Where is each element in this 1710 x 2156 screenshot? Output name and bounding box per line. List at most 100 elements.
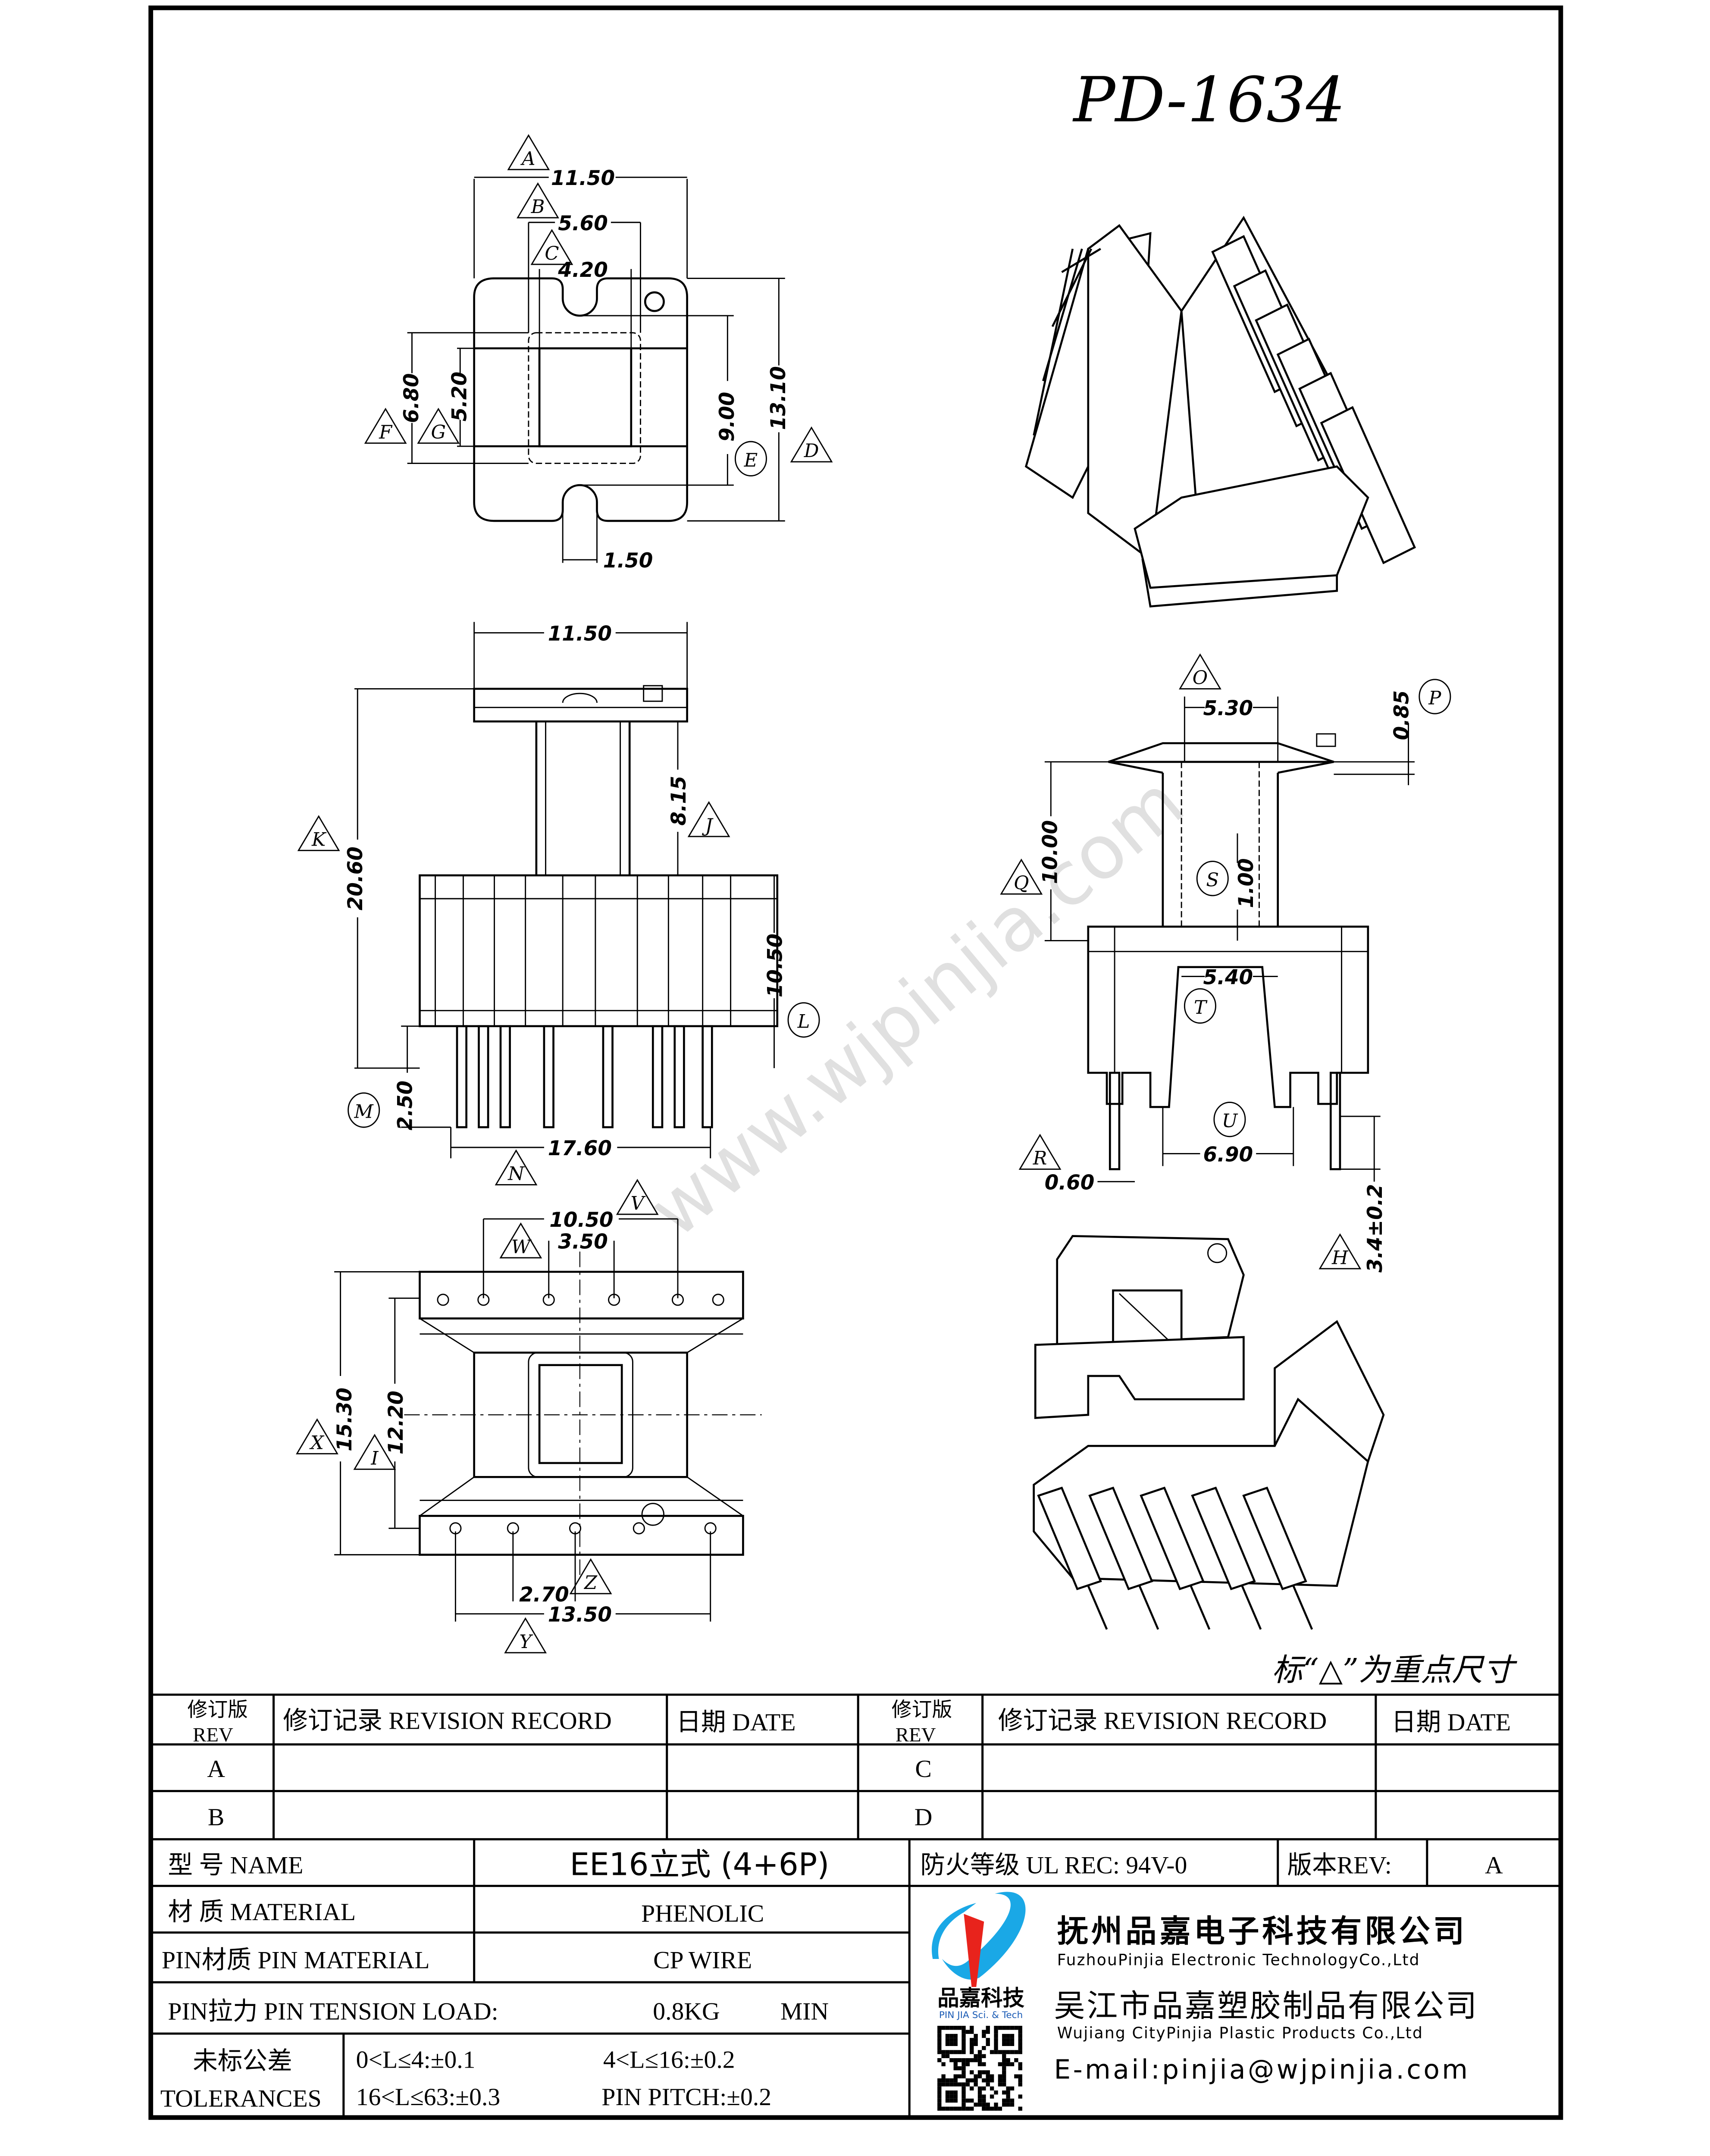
material-label: 材 质 MATERIAL bbox=[168, 1899, 356, 1926]
company-name-2-cn: 吴江市品嘉塑胶制品有限公司 bbox=[1054, 1988, 1478, 2024]
qr-module bbox=[941, 2082, 946, 2087]
qr-module bbox=[937, 2106, 942, 2111]
dim-E: 9.00 bbox=[715, 392, 739, 442]
fin bbox=[1320, 406, 1416, 564]
qr-module bbox=[961, 2082, 966, 2087]
company-block: 品嘉科技 PIN JIA Sci. & Tech 抚州品嘉电子科技有限公司 Fu… bbox=[932, 1892, 1478, 2111]
marker-T: T bbox=[1184, 988, 1216, 1024]
tension-value: 0.8KG bbox=[653, 1998, 720, 2025]
qr-module bbox=[1006, 2094, 1010, 2099]
pin bbox=[499, 1025, 511, 1128]
qr-module bbox=[982, 2030, 986, 2034]
qr-module bbox=[961, 2058, 966, 2062]
qr-module bbox=[965, 2098, 970, 2103]
qr-module bbox=[961, 2062, 966, 2066]
marker-N: N bbox=[495, 1149, 538, 1185]
qr-module bbox=[965, 2062, 970, 2066]
qr-module bbox=[986, 2070, 990, 2075]
qr-module bbox=[1018, 2042, 1022, 2046]
qr-module bbox=[961, 2042, 966, 2046]
qr-module bbox=[1002, 2090, 1006, 2095]
fin bbox=[1191, 1486, 1256, 1590]
dim-T: 5.40 bbox=[1203, 965, 1253, 989]
dim-slot: 1.50 bbox=[603, 549, 653, 573]
logo-text: 品嘉科技 bbox=[937, 1985, 1024, 2011]
qr-module bbox=[970, 2046, 974, 2050]
qr-module bbox=[994, 2046, 998, 2050]
pin bbox=[1138, 1585, 1159, 1630]
qr-module bbox=[1006, 2042, 1010, 2046]
qr-module bbox=[974, 2038, 978, 2042]
qr-module bbox=[970, 2098, 974, 2103]
qr-module bbox=[1010, 2062, 1015, 2066]
qr-module bbox=[970, 2086, 974, 2091]
company-email[interactable]: E-mail:pinjia@wjpinjia.com bbox=[1054, 2055, 1470, 2085]
qr-module bbox=[977, 2094, 982, 2099]
qr-module bbox=[1014, 2074, 1018, 2078]
marker-F: F bbox=[364, 407, 407, 444]
pin bbox=[543, 1025, 554, 1128]
qr-module bbox=[998, 2026, 1002, 2030]
qr-module bbox=[1018, 2030, 1022, 2034]
isometric-view-top bbox=[1024, 216, 1416, 608]
qr-module bbox=[949, 2098, 954, 2103]
fin bbox=[1242, 1486, 1307, 1590]
qr-module bbox=[937, 2046, 942, 2050]
svg-text:M: M bbox=[354, 1101, 374, 1122]
qr-module bbox=[1002, 2098, 1006, 2103]
qr-module bbox=[961, 2050, 966, 2054]
dim-F: 6.80 bbox=[400, 373, 423, 423]
dim-C: 4.20 bbox=[557, 258, 608, 282]
pin bbox=[651, 1025, 664, 1128]
record-header-right: 修订记录 REVISION RECORD bbox=[998, 1707, 1327, 1734]
pin bbox=[1292, 1585, 1313, 1630]
qr-module bbox=[953, 2050, 958, 2054]
qr-module bbox=[986, 2082, 990, 2087]
marker-M: M bbox=[348, 1092, 380, 1128]
qr-module bbox=[945, 2042, 950, 2046]
isometric-view-bottom bbox=[1033, 1235, 1385, 1630]
qr-module bbox=[1010, 2026, 1015, 2030]
dim-P: 0.85 bbox=[1390, 690, 1414, 740]
qr-module bbox=[970, 2070, 974, 2075]
dim-N: 17.60 bbox=[548, 1137, 612, 1160]
qr-module bbox=[945, 2082, 950, 2087]
qr-module bbox=[949, 2090, 954, 2095]
qr-module bbox=[1006, 2034, 1010, 2038]
qr-module bbox=[974, 2074, 978, 2078]
spec-table: 型 号 NAME EE16立式 (4+6P) 防火等级 UL REC: 94V-… bbox=[150, 1839, 1561, 2118]
qr-module bbox=[1002, 2050, 1006, 2054]
qr-module bbox=[1018, 2038, 1022, 2042]
marker-Y: Y bbox=[504, 1617, 547, 1654]
qr-module bbox=[998, 2062, 1002, 2066]
qr-module bbox=[974, 2103, 978, 2107]
qr-module bbox=[937, 2034, 942, 2038]
qr-module bbox=[949, 2026, 954, 2030]
svg-text:Q: Q bbox=[1014, 872, 1029, 894]
date-header-left: 日期 DATE bbox=[676, 1709, 795, 1736]
qr-module bbox=[961, 2103, 966, 2107]
svg-text:W: W bbox=[511, 1236, 532, 1258]
pin bbox=[702, 1025, 713, 1128]
tolerance-3: 16<L≤63:±0.3 bbox=[356, 2084, 501, 2111]
qr-module bbox=[1006, 2103, 1010, 2107]
qr-module bbox=[937, 2098, 942, 2103]
marker-E: E bbox=[734, 441, 767, 476]
fire-rating: 防火等级 UL REC: 94V-0 bbox=[920, 1852, 1187, 1879]
qr-module bbox=[982, 2098, 986, 2103]
fin bbox=[1037, 1486, 1102, 1590]
dim-U: 6.90 bbox=[1203, 1143, 1253, 1166]
qr-module bbox=[941, 2106, 946, 2111]
qr-module bbox=[945, 2098, 950, 2103]
qr-module bbox=[990, 2106, 994, 2111]
qr-module bbox=[953, 2062, 958, 2066]
qr-module bbox=[982, 2086, 986, 2091]
svg-text:I: I bbox=[370, 1448, 379, 1470]
dim-H: 3.4±0.2 bbox=[1363, 1184, 1387, 1272]
svg-text:Z: Z bbox=[583, 1572, 598, 1594]
svg-text:X: X bbox=[309, 1432, 325, 1454]
qr-module bbox=[961, 2034, 966, 2038]
qr-module bbox=[990, 2094, 994, 2099]
qr-module bbox=[977, 2103, 982, 2107]
qr-module bbox=[949, 2082, 954, 2087]
